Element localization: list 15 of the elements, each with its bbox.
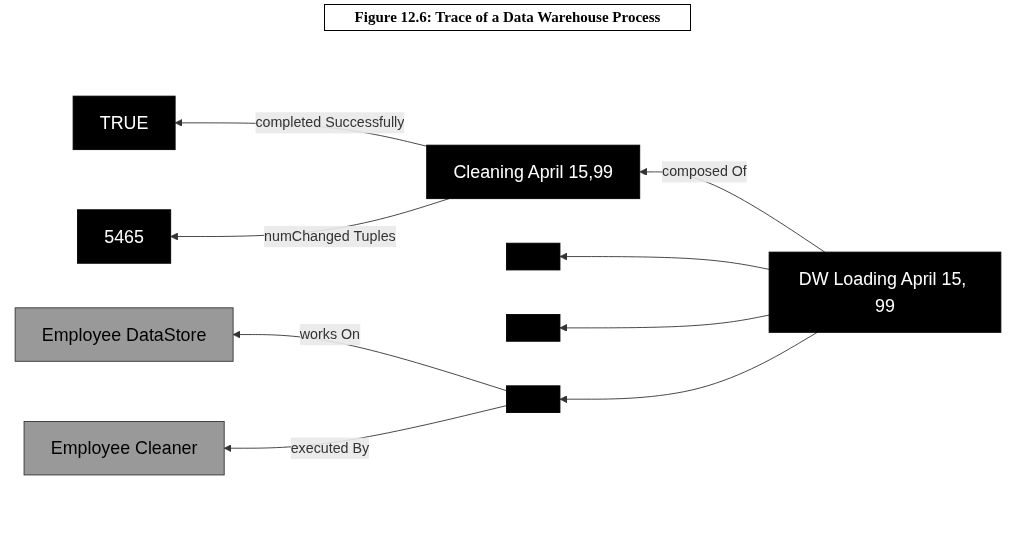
edge-label: works On xyxy=(299,326,360,342)
node-box: Employee Cleaner xyxy=(23,420,225,476)
node-box: TRUE xyxy=(72,95,176,150)
node-box xyxy=(505,242,560,271)
node-box: DW Loading April 15, 99 xyxy=(768,251,1001,333)
edge-label: executed By xyxy=(290,440,369,456)
node-box xyxy=(505,314,560,342)
figure-title: Figure 12.6: Trace of a Data Warehouse Process xyxy=(323,4,692,31)
node-box xyxy=(505,385,560,413)
node-box: Employee DataStore xyxy=(14,307,234,362)
edge-label: completed Successfully xyxy=(254,114,404,130)
node-box: Cleaning April 15,99 xyxy=(425,144,640,200)
node-box: 5465 xyxy=(76,209,171,264)
edge-label: composed Of xyxy=(661,163,747,179)
edge-label: numChanged Tuples xyxy=(263,228,396,244)
